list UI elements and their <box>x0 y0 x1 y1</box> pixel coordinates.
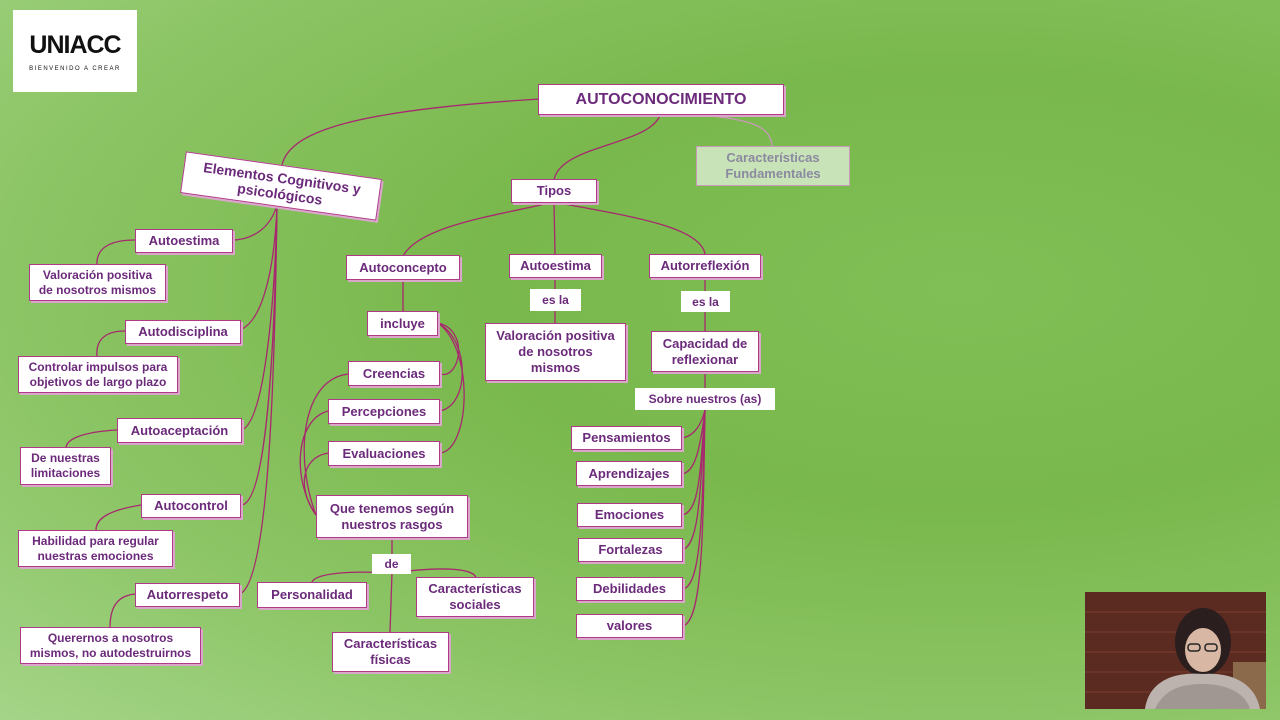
node-habilidad-regular: Habilidad para regular nuestras emocione… <box>18 530 173 567</box>
logo-tagline: BIENVENIDO A CREAR <box>29 65 121 72</box>
connector-sobre-nuestros: Sobre nuestros (as) <box>635 388 775 410</box>
uniacc-logo: UNIACC BIENVENIDO A CREAR <box>13 10 137 92</box>
node-autorrespeto: Autorrespeto <box>135 583 240 607</box>
logo-wordmark: UNIACC <box>29 30 121 59</box>
node-valores: valores <box>576 614 683 638</box>
node-personalidad: Personalidad <box>257 582 367 608</box>
node-limitaciones: De nuestras limitaciones <box>20 447 111 485</box>
node-autoconocimiento: AUTOCONOCIMIENTO <box>538 84 784 115</box>
connector-de: de <box>372 554 411 574</box>
webcam-video-thumbnail <box>1085 592 1266 709</box>
node-autoaceptacion: Autoaceptación <box>117 418 242 443</box>
node-aprendizajes: Aprendizajes <box>576 461 682 486</box>
node-autorreflexion: Autorreflexión <box>649 254 761 278</box>
node-capacidad-reflexionar: Capacidad de reflexionar <box>651 331 759 372</box>
node-fortalezas: Fortalezas <box>578 538 683 562</box>
connector-es-la-1: es la <box>530 289 581 311</box>
node-caracteristicas-fisicas: Características físicas <box>332 632 449 672</box>
node-evaluaciones: Evaluaciones <box>328 441 440 466</box>
node-debilidades: Debilidades <box>576 577 683 601</box>
node-creencias: Creencias <box>348 361 440 386</box>
node-valoracion-mid: Valoración positiva de nosotros mismos <box>485 323 626 381</box>
node-emociones: Emociones <box>577 503 682 527</box>
node-caracteristicas-sociales: Características sociales <box>416 577 534 617</box>
connector-es-la-2: es la <box>681 291 730 312</box>
node-tipos: Tipos <box>511 179 597 203</box>
node-autoconcepto: Autoconcepto <box>346 255 460 280</box>
node-rasgos: Que tenemos según nuestros rasgos <box>316 495 468 538</box>
node-autoestima-mid: Autoestima <box>509 254 602 278</box>
node-autocontrol: Autocontrol <box>141 494 241 518</box>
node-controlar-impulsos: Controlar impulsos para objetivos de lar… <box>18 356 178 393</box>
node-caracteristicas-fundamentales: Características Fundamentales <box>696 146 850 186</box>
node-percepciones: Percepciones <box>328 399 440 424</box>
node-pensamientos: Pensamientos <box>571 426 682 450</box>
node-valoracion-left: Valoración positiva de nosotros mismos <box>29 264 166 301</box>
node-incluye: incluye <box>367 311 438 336</box>
node-autodisciplina: Autodisciplina <box>125 320 241 344</box>
node-querernos: Querernos a nosotros mismos, no autodest… <box>20 627 201 664</box>
presenter-silhouette <box>1085 592 1266 709</box>
node-autoestima-left: Autoestima <box>135 229 233 253</box>
